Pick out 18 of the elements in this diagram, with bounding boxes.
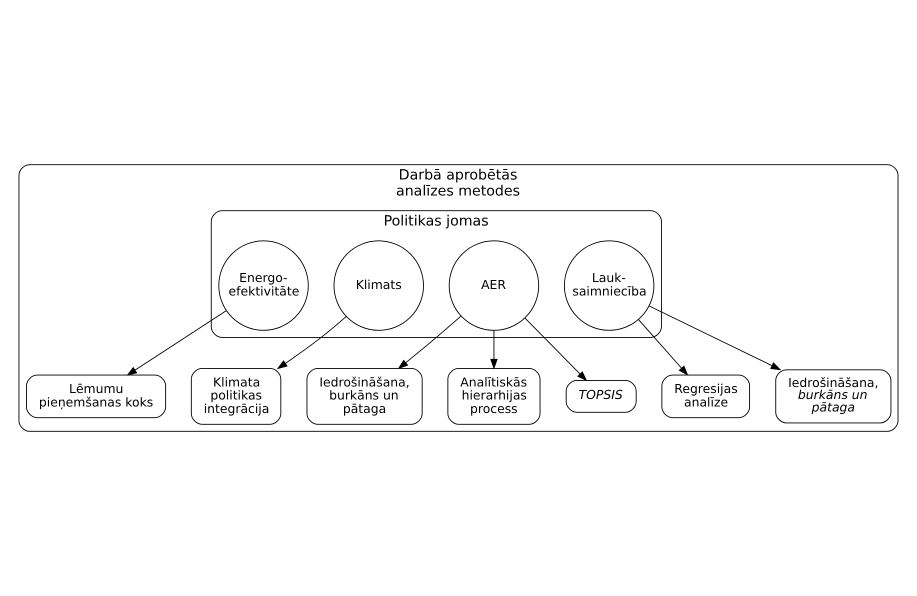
node-box: Lēmumu pieņemšanas koks [26,374,166,418]
node-box: Iedrošināšana, burkāns un pātaga [306,368,423,425]
arrow [398,316,462,370]
node-circle: Klimats [334,240,424,331]
node-box: Iedrošināšana, burkāns un pātaga [775,369,892,424]
node-box: TOPSIS [566,380,637,413]
node-circle: Lauk- saimniecība [564,240,654,331]
node-circle: AER [448,240,540,331]
node-box: Regresijas analīze [661,374,750,418]
arrow [648,306,782,370]
arrow [126,310,227,376]
node-circle: Energo- efektivitāte [218,240,309,331]
arrow [638,319,688,376]
arrow [524,318,588,382]
arrow [276,316,347,370]
arrow [490,330,498,370]
node-box: Analītiskās hierarhijas process [447,368,540,425]
node-box: Klimata politikas integrācija [190,368,282,425]
